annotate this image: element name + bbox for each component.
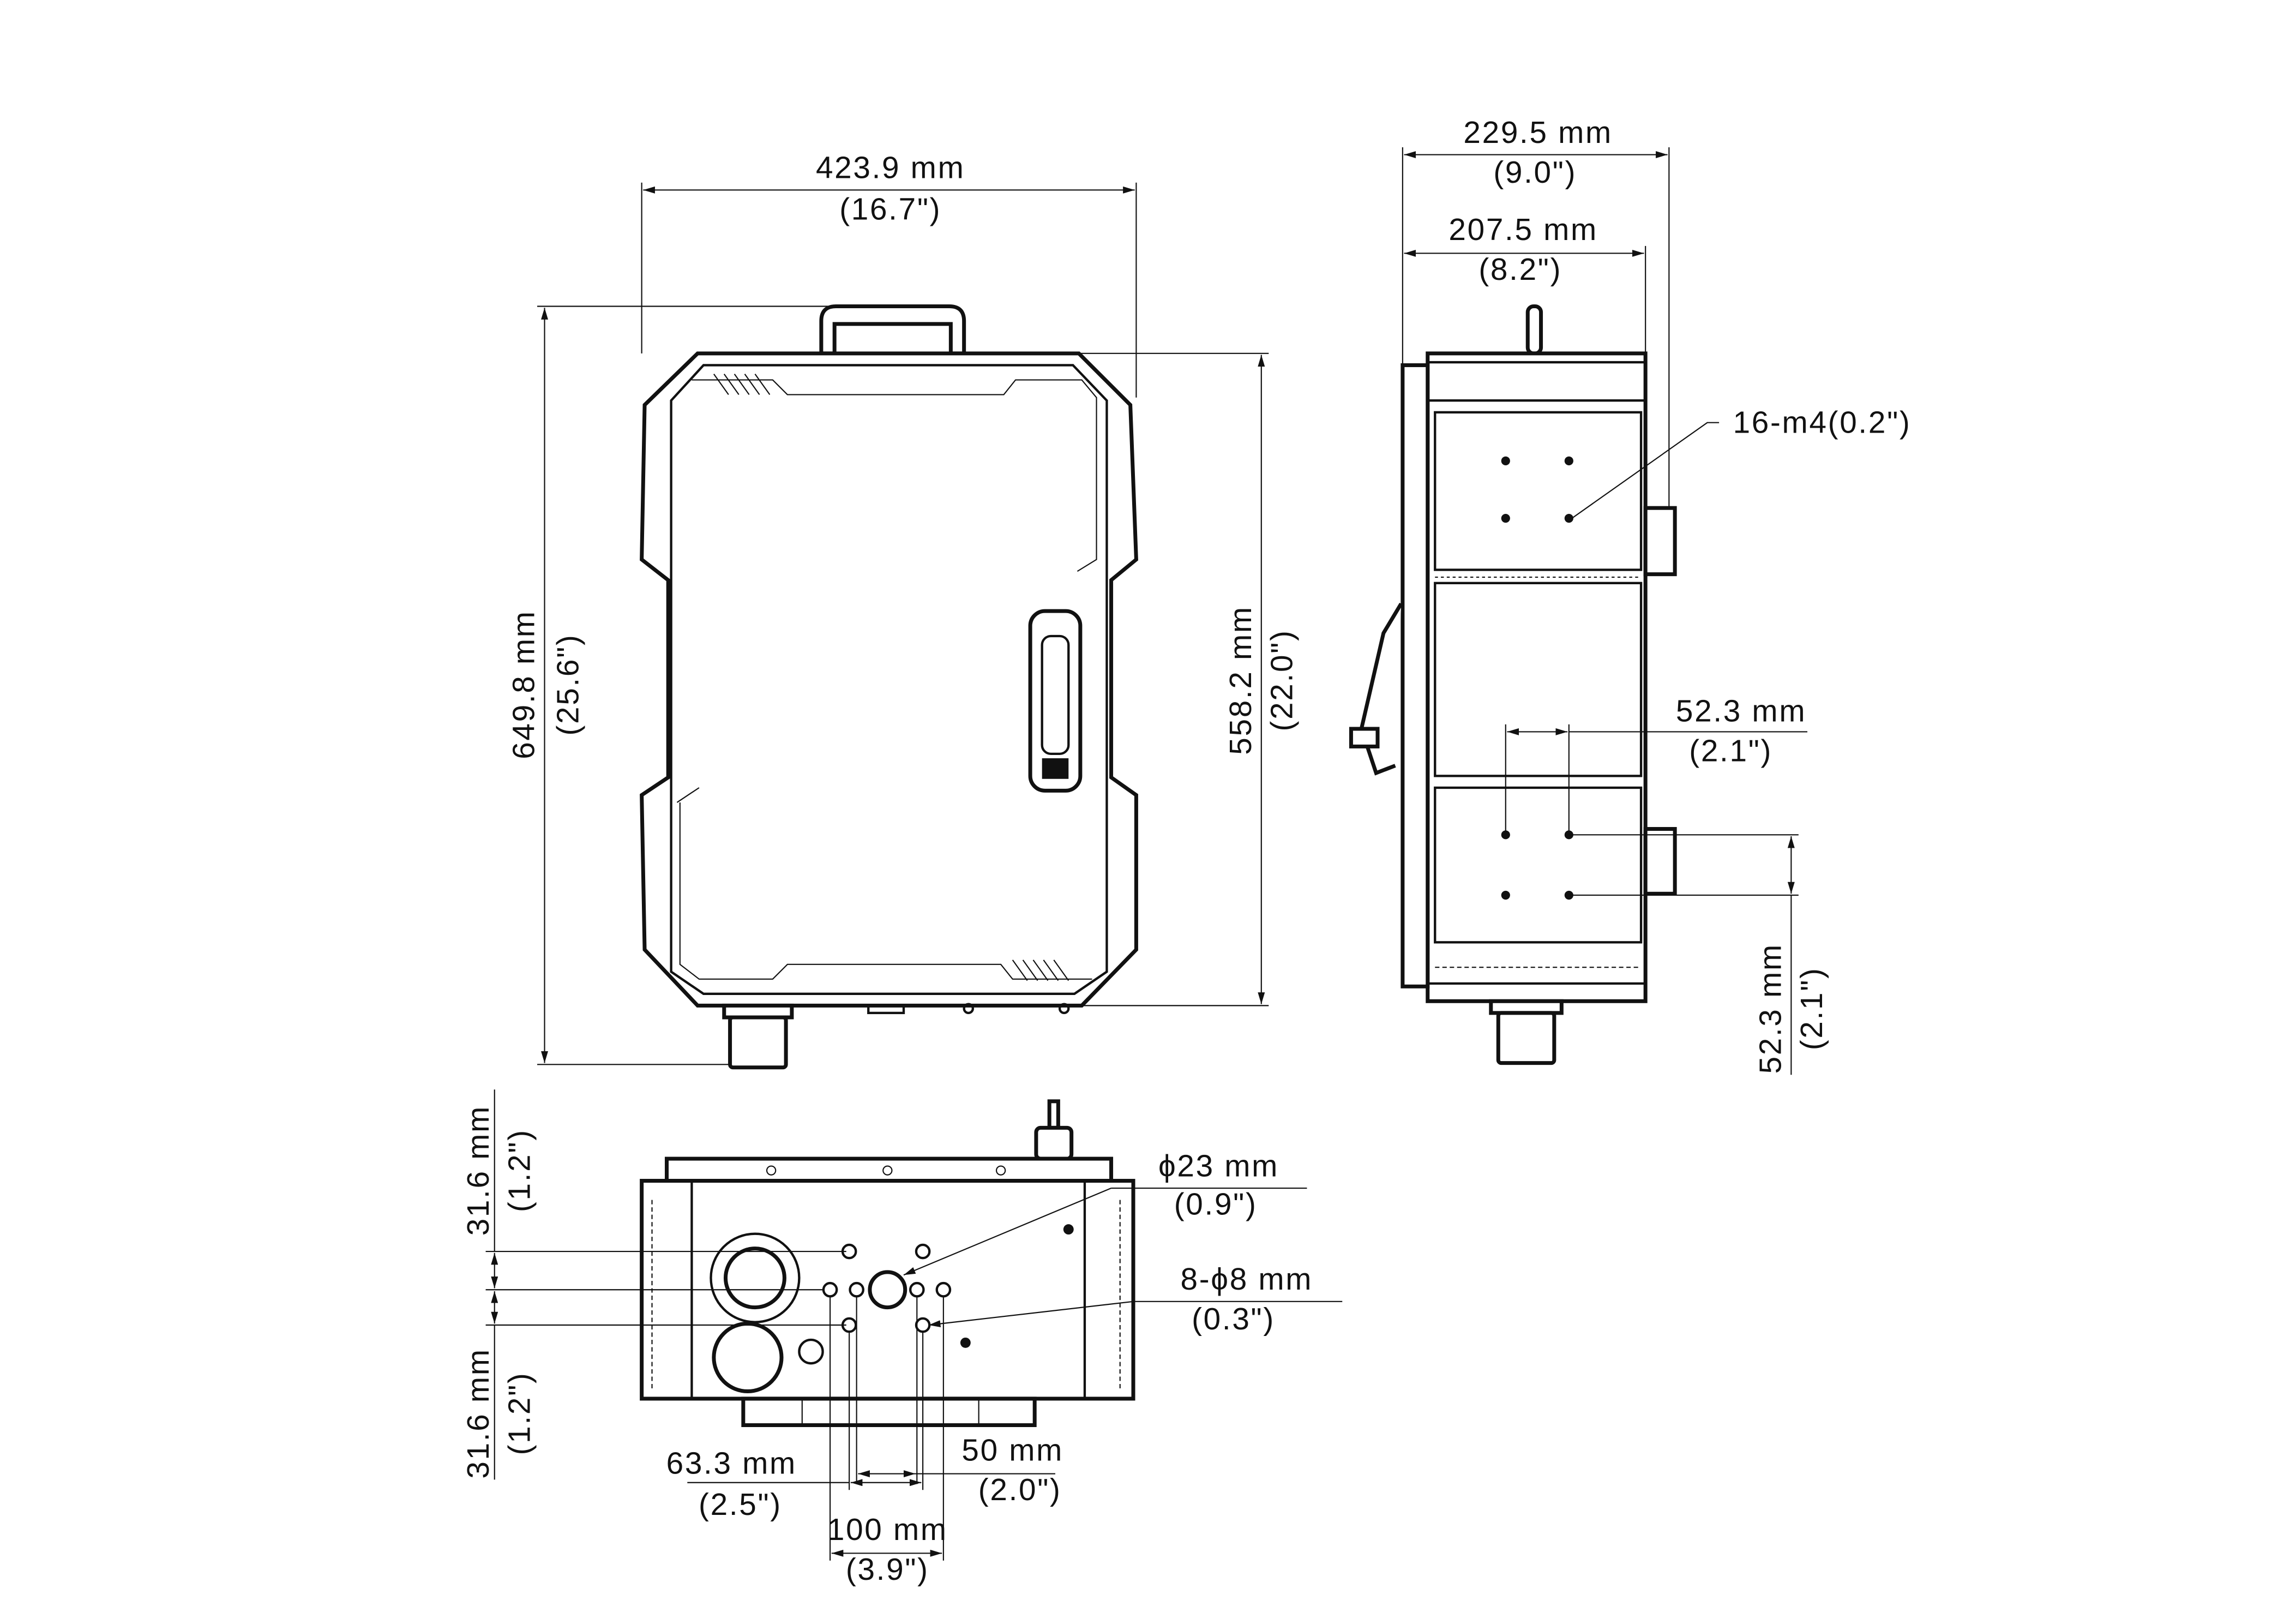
hole-spacing-v-mm: 52.3 mm xyxy=(1753,943,1788,1074)
spacing-50-mm: 50 mm xyxy=(961,1433,1063,1467)
front-total-height-mm: 649.8 mm xyxy=(507,610,542,759)
spacing-100-mm: 100 mm xyxy=(827,1513,948,1547)
side-body xyxy=(1426,351,1648,1003)
spacing-63-mm: 63.3 mm xyxy=(666,1447,797,1481)
side-total-depth-dimension: 229.5 mm (9.0") xyxy=(1402,116,1670,516)
spacing-63-in: (2.5") xyxy=(699,1488,782,1522)
hole-spacing-h-in: (2.1") xyxy=(1689,734,1772,768)
lower-mount-panel xyxy=(1434,786,1643,944)
mount-holes-in: (0.3") xyxy=(1192,1302,1275,1337)
door-panel xyxy=(670,364,1108,995)
connector xyxy=(1034,1099,1074,1161)
center-hole-callout: ϕ23 mm (0.9") xyxy=(903,1149,1307,1276)
front-total-height-dimension: 649.8 mm (25.6") xyxy=(507,305,883,1065)
vent-top xyxy=(713,374,1069,981)
hole-spacing-vertical-dimension: 52.3 mm (2.1") xyxy=(1568,834,1829,1075)
hole-spacing-h-mm: 52.3 mm xyxy=(1676,694,1806,729)
side-total-depth-in: (9.0") xyxy=(1493,155,1577,190)
m4-thread-holes xyxy=(1501,456,1573,900)
side-body-depth-mm: 207.5 mm xyxy=(1448,213,1597,247)
spacing-top-mm: 31.6 mm xyxy=(461,1105,496,1236)
front-feet xyxy=(722,1003,1070,1070)
spacing-50-in: (2.0") xyxy=(978,1473,1062,1507)
hole-spacing-horizontal-dimension: 52.3 mm (2.1") xyxy=(1505,694,1808,832)
bottom-view: 31.6 mm (1.2") 31.6 mm (1.2") ϕ23 mm (0.… xyxy=(461,1089,1343,1587)
case-body xyxy=(640,351,1138,1008)
vertical-spacing-dimensions: 31.6 mm (1.2") 31.6 mm (1.2") xyxy=(461,1089,846,1480)
carry-handle xyxy=(819,304,966,356)
upper-mount-panel xyxy=(1434,411,1643,571)
front-width-in: (16.7") xyxy=(839,192,941,226)
hole-spacing-v-in: (2.1") xyxy=(1795,967,1829,1050)
spacing-top-in: (1.2") xyxy=(503,1129,537,1212)
center-hole-in: (0.9") xyxy=(1174,1188,1258,1222)
side-body-depth-dimension: 207.5 mm (8.2") xyxy=(1404,213,1646,353)
front-total-height-in: (25.6") xyxy=(551,634,586,736)
spacing-bottom-mm: 31.6 mm xyxy=(461,1348,496,1478)
front-width-dimension: 423.9 mm (16.7") xyxy=(641,151,1137,398)
spacing-bottom-in: (1.2") xyxy=(503,1372,537,1455)
side-view: 229.5 mm (9.0") 207.5 mm (8.2") xyxy=(1349,116,1912,1075)
front-width-mm: 423.9 mm xyxy=(816,151,965,185)
cable-glands xyxy=(710,1232,824,1393)
horizontal-spacing-dimensions: 63.3 mm (2.5") 50 mm (2.0") 100 mm (3.9"… xyxy=(666,1296,1063,1587)
front-view: 423.9 mm (16.7") 649.8 mm (25.6") 558.2 … xyxy=(507,151,1299,1070)
thread-callout-label: 16-m4(0.2") xyxy=(1733,406,1912,440)
center-hole-mm: ϕ23 mm xyxy=(1158,1149,1279,1183)
door-latch xyxy=(1028,609,1083,793)
antenna xyxy=(1525,304,1543,356)
front-body-height-in: (22.0") xyxy=(1265,629,1299,731)
middle-section xyxy=(1434,582,1643,777)
spacing-100-in: (3.9") xyxy=(846,1553,929,1587)
side-body-depth-in: (8.2") xyxy=(1478,253,1562,287)
mount-holes-callout: 8-ϕ8 mm (0.3") xyxy=(928,1262,1343,1337)
front-body-height-dimension: 558.2 mm (22.0") xyxy=(1079,352,1299,1006)
front-body-height-mm: 558.2 mm xyxy=(1224,606,1258,755)
thread-callout: 16-m4(0.2") xyxy=(1571,406,1912,519)
side-feet xyxy=(1489,999,1564,1065)
mount-holes-mm: 8-ϕ8 mm xyxy=(1180,1262,1313,1297)
side-total-depth-mm: 229.5 mm xyxy=(1463,116,1613,150)
